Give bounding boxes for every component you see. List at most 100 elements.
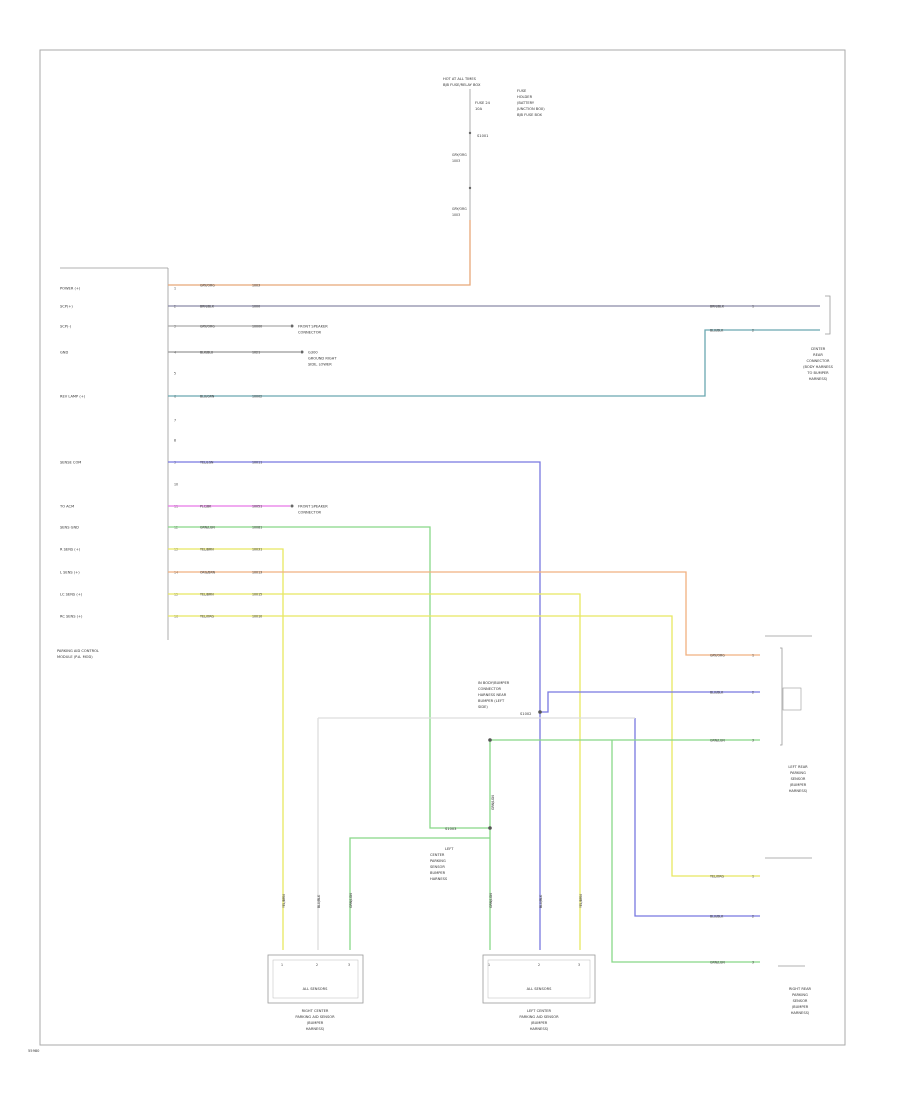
wire-2-color: BRN/BLK bbox=[200, 305, 215, 309]
left-rear-caption-4: (BUMPER bbox=[790, 783, 807, 787]
right-center-sensor: ALL SENSORS RIGHT CENTER PARKING AID SEN… bbox=[267, 954, 364, 1031]
wire-10-color: ORG/BRN bbox=[200, 571, 216, 575]
wire-1-color: GRY/ORG bbox=[200, 284, 215, 288]
left-center-caption-3: (BUMPER bbox=[531, 1021, 548, 1025]
right-center-caption-3: (BUMPER bbox=[307, 1021, 324, 1025]
wire-10 bbox=[168, 571, 760, 656]
module-pin-name-3: SCP(-) bbox=[60, 325, 72, 329]
ref-note-3-line-2: CONNECTOR bbox=[298, 511, 322, 515]
wire-4-circuit: 1021 bbox=[252, 351, 260, 355]
center-rear-caption-1: CENTER bbox=[811, 347, 826, 351]
fuse-note-1: FUSE bbox=[517, 89, 527, 93]
left-center-caption-2: PARKING AID SENSOR bbox=[519, 1015, 559, 1019]
splice-note-2-line-3: PARKING bbox=[430, 859, 446, 863]
left-center-inner-label: ALL SENSORS bbox=[527, 987, 552, 991]
right-rear-pin-1: 1 bbox=[752, 875, 754, 879]
diagram-frame bbox=[39, 49, 846, 1046]
wire-11-circuit: 10015 bbox=[252, 593, 262, 597]
fuse-wire-color-2: GRY/ORG bbox=[452, 207, 467, 211]
module-pin-number-7: 7 bbox=[174, 419, 176, 423]
right-rear-wire-3: GRN/LGN bbox=[710, 961, 725, 965]
splice-note-1-line-5: SIDE) bbox=[478, 705, 488, 709]
left-rear-wire-1: GRY/ORG bbox=[710, 654, 725, 658]
right-center-pin-3: 3 bbox=[348, 963, 350, 967]
wire-7-color: PLC/BK bbox=[200, 505, 212, 509]
left-center-wire-1: GRN/LGN bbox=[489, 893, 493, 908]
power-source: HOT AT ALL TIMES BJB FUSE/RELAY BOX FUSE… bbox=[443, 77, 545, 285]
module-pin-number-8: 8 bbox=[174, 439, 176, 443]
module-pin-name-13: R SENS (+) bbox=[60, 548, 81, 552]
right-rear-pin-3: 3 bbox=[752, 961, 754, 965]
ref-dot-1 bbox=[290, 324, 294, 328]
ref-note-2-line-2: GROUND RIGHT bbox=[308, 357, 337, 361]
fuse-wire-circuit-2: 1003 bbox=[452, 213, 460, 217]
fuse-rating: 10A bbox=[475, 107, 483, 111]
wire-9-circuit: 10031 bbox=[252, 548, 262, 552]
fuse-note-2: HOLDER bbox=[517, 95, 533, 99]
left-rear-wire-3: GRN/LGN bbox=[710, 739, 725, 743]
wire-8 bbox=[168, 526, 491, 950]
splice-note-2-line-2: CENTER bbox=[430, 853, 445, 857]
splice-note-2-line-6: HARNESS bbox=[430, 877, 448, 881]
center-rear-caption-4: (BODY HARNESS bbox=[803, 365, 833, 369]
right-center-caption-1: RIGHT CENTER bbox=[302, 1009, 329, 1013]
wire-7-circuit: 10051 bbox=[252, 505, 262, 509]
module-pin-name-11: TO ACM bbox=[59, 505, 74, 509]
wire-5-circuit: 10002 bbox=[252, 395, 262, 399]
splice-note-2-line-5: BUMPER bbox=[430, 871, 446, 875]
fuse-wire-circuit: 1003 bbox=[452, 159, 460, 163]
center-rear-wire-2: BLU/BLK bbox=[710, 329, 724, 333]
figure-id: 55980 bbox=[28, 1049, 40, 1053]
ref-note-2-line-3: SIDE, LOWER bbox=[308, 363, 332, 367]
wire-12-color: YEL/ORG bbox=[200, 615, 215, 619]
right-center-wire-2: BLU/BLK bbox=[317, 894, 321, 908]
left-rear-wire-2: BLU/BLK bbox=[710, 691, 724, 695]
splice-note-1-label: S1002 bbox=[520, 712, 531, 716]
wire-6-circuit: 10011 bbox=[252, 461, 262, 465]
center-splice-wire: GRN/LGN bbox=[491, 795, 495, 810]
left-rear-caption-3: SENSOR bbox=[791, 777, 806, 781]
center-rear-caption-6: HARNESS) bbox=[809, 377, 828, 381]
left-rear-caption-5: HARNESS) bbox=[789, 789, 808, 793]
wire-12 bbox=[168, 615, 760, 877]
wire-12-circuit: 10010 bbox=[252, 615, 262, 619]
left-rear-pin-1: 1 bbox=[752, 654, 754, 658]
module-pin-name-2: SCP(+) bbox=[60, 305, 73, 309]
module-pin-number-5: 5 bbox=[174, 372, 176, 376]
splice-note-center: LEFT CENTER PARKING SENSOR BUMPER HARNES… bbox=[430, 827, 456, 881]
wire-11-color: YEL/BRN bbox=[200, 593, 214, 597]
right-center-wire-3: GRN/LGN bbox=[349, 893, 353, 908]
module-label-2: MODULE (P.A. MOD) bbox=[57, 655, 93, 659]
left-center-pin-1: 1 bbox=[488, 963, 490, 967]
center-rear-pin-1: 1 bbox=[752, 305, 754, 309]
wire-6-color: YEL/LGN bbox=[200, 461, 214, 465]
left-rear-pin-3: 3 bbox=[752, 739, 754, 743]
module-pin-name-12: SENS GND bbox=[60, 526, 79, 530]
right-center-caption-2: PARKING AID SENSOR bbox=[295, 1015, 335, 1019]
power-source-line-2: BJB FUSE/RELAY BOX bbox=[443, 83, 481, 87]
wire-5-color: BLU/GRN bbox=[200, 395, 215, 399]
module-pin-name-4: GND bbox=[60, 351, 68, 355]
right-rear-caption-1: RIGHT REAR bbox=[789, 987, 812, 991]
module-pin-name-1: POWER (+) bbox=[60, 287, 81, 291]
fuse-note-4: JUNCTION BOX) bbox=[516, 107, 545, 111]
left-center-caption-4: HARNESS) bbox=[530, 1027, 549, 1031]
center-rear-caption-3: CONNECTOR bbox=[806, 359, 830, 363]
module-pin-number-1: 1 bbox=[174, 287, 176, 291]
splice-dot-2 bbox=[538, 710, 542, 714]
wire-1-circuit: 1003 bbox=[252, 284, 260, 288]
fuse-label: FUSE 24 bbox=[475, 101, 491, 105]
center-rear-wire-1: BRN/BLK bbox=[710, 305, 725, 309]
left-center-wire-3: YEL/BRN bbox=[579, 894, 583, 908]
wire-6 bbox=[168, 461, 541, 950]
wire-4-color: BLK/BLU bbox=[200, 351, 214, 355]
right-rear-wire-2: BLU/BLK bbox=[710, 915, 724, 919]
right-rear-caption-5: HARNESS) bbox=[791, 1011, 810, 1015]
left-center-pin-2: 2 bbox=[538, 963, 540, 967]
wire-9 bbox=[168, 548, 284, 950]
splice-note-1-line-4: BUMPER (LEFT bbox=[478, 699, 505, 703]
splice-dot-3 bbox=[488, 738, 492, 742]
right-rear-pin-2: 2 bbox=[752, 915, 754, 919]
right-center-caption-4: HARNESS) bbox=[306, 1027, 325, 1031]
